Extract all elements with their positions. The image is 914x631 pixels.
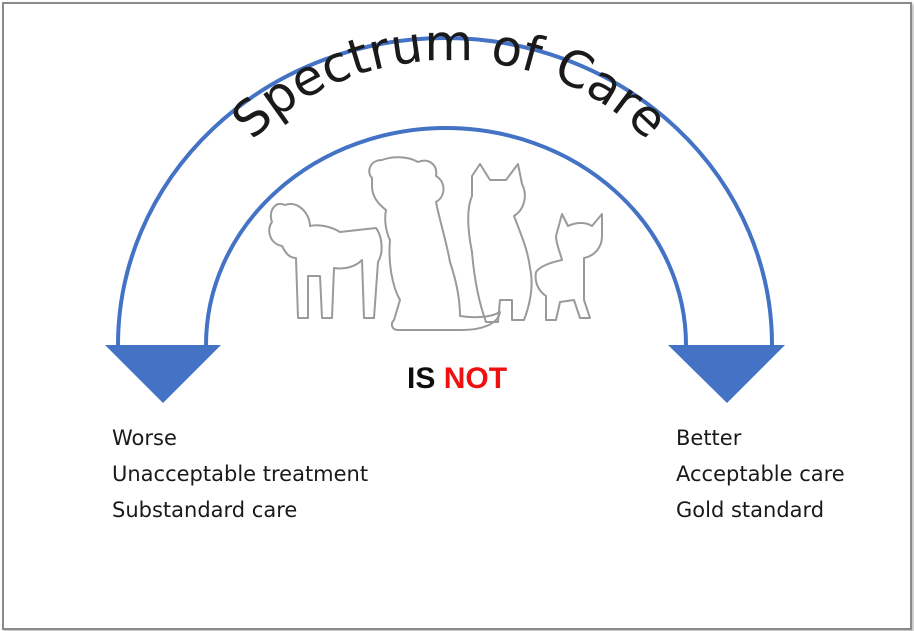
spectrum-arc (116, 36, 774, 346)
dog-4-icon (534, 213, 603, 321)
left-list-item: Worse (112, 426, 177, 450)
right-arrowhead (668, 345, 785, 403)
left-list-item: Unacceptable treatment (112, 462, 369, 486)
dog-2-icon (368, 156, 501, 331)
left-arrowhead (105, 345, 221, 403)
center-label-not: NOT (443, 362, 508, 395)
dog-1-icon (268, 202, 383, 319)
right-list-item: Acceptable care (676, 462, 845, 486)
outer-arc (116, 36, 774, 346)
inner-arc (204, 126, 688, 346)
left-list-item: Substandard care (112, 498, 298, 522)
dog-3-icon (467, 163, 533, 323)
center-label-is: IS (406, 362, 436, 395)
dogs-illustration (268, 156, 603, 331)
right-list-item: Gold standard (676, 498, 825, 522)
right-list: Better Acceptable care Gold standard (676, 420, 845, 528)
left-list: Worse Unacceptable treatment Substandard… (112, 420, 368, 528)
center-label: IS NOT (0, 362, 914, 396)
right-list-item: Better (676, 426, 742, 450)
